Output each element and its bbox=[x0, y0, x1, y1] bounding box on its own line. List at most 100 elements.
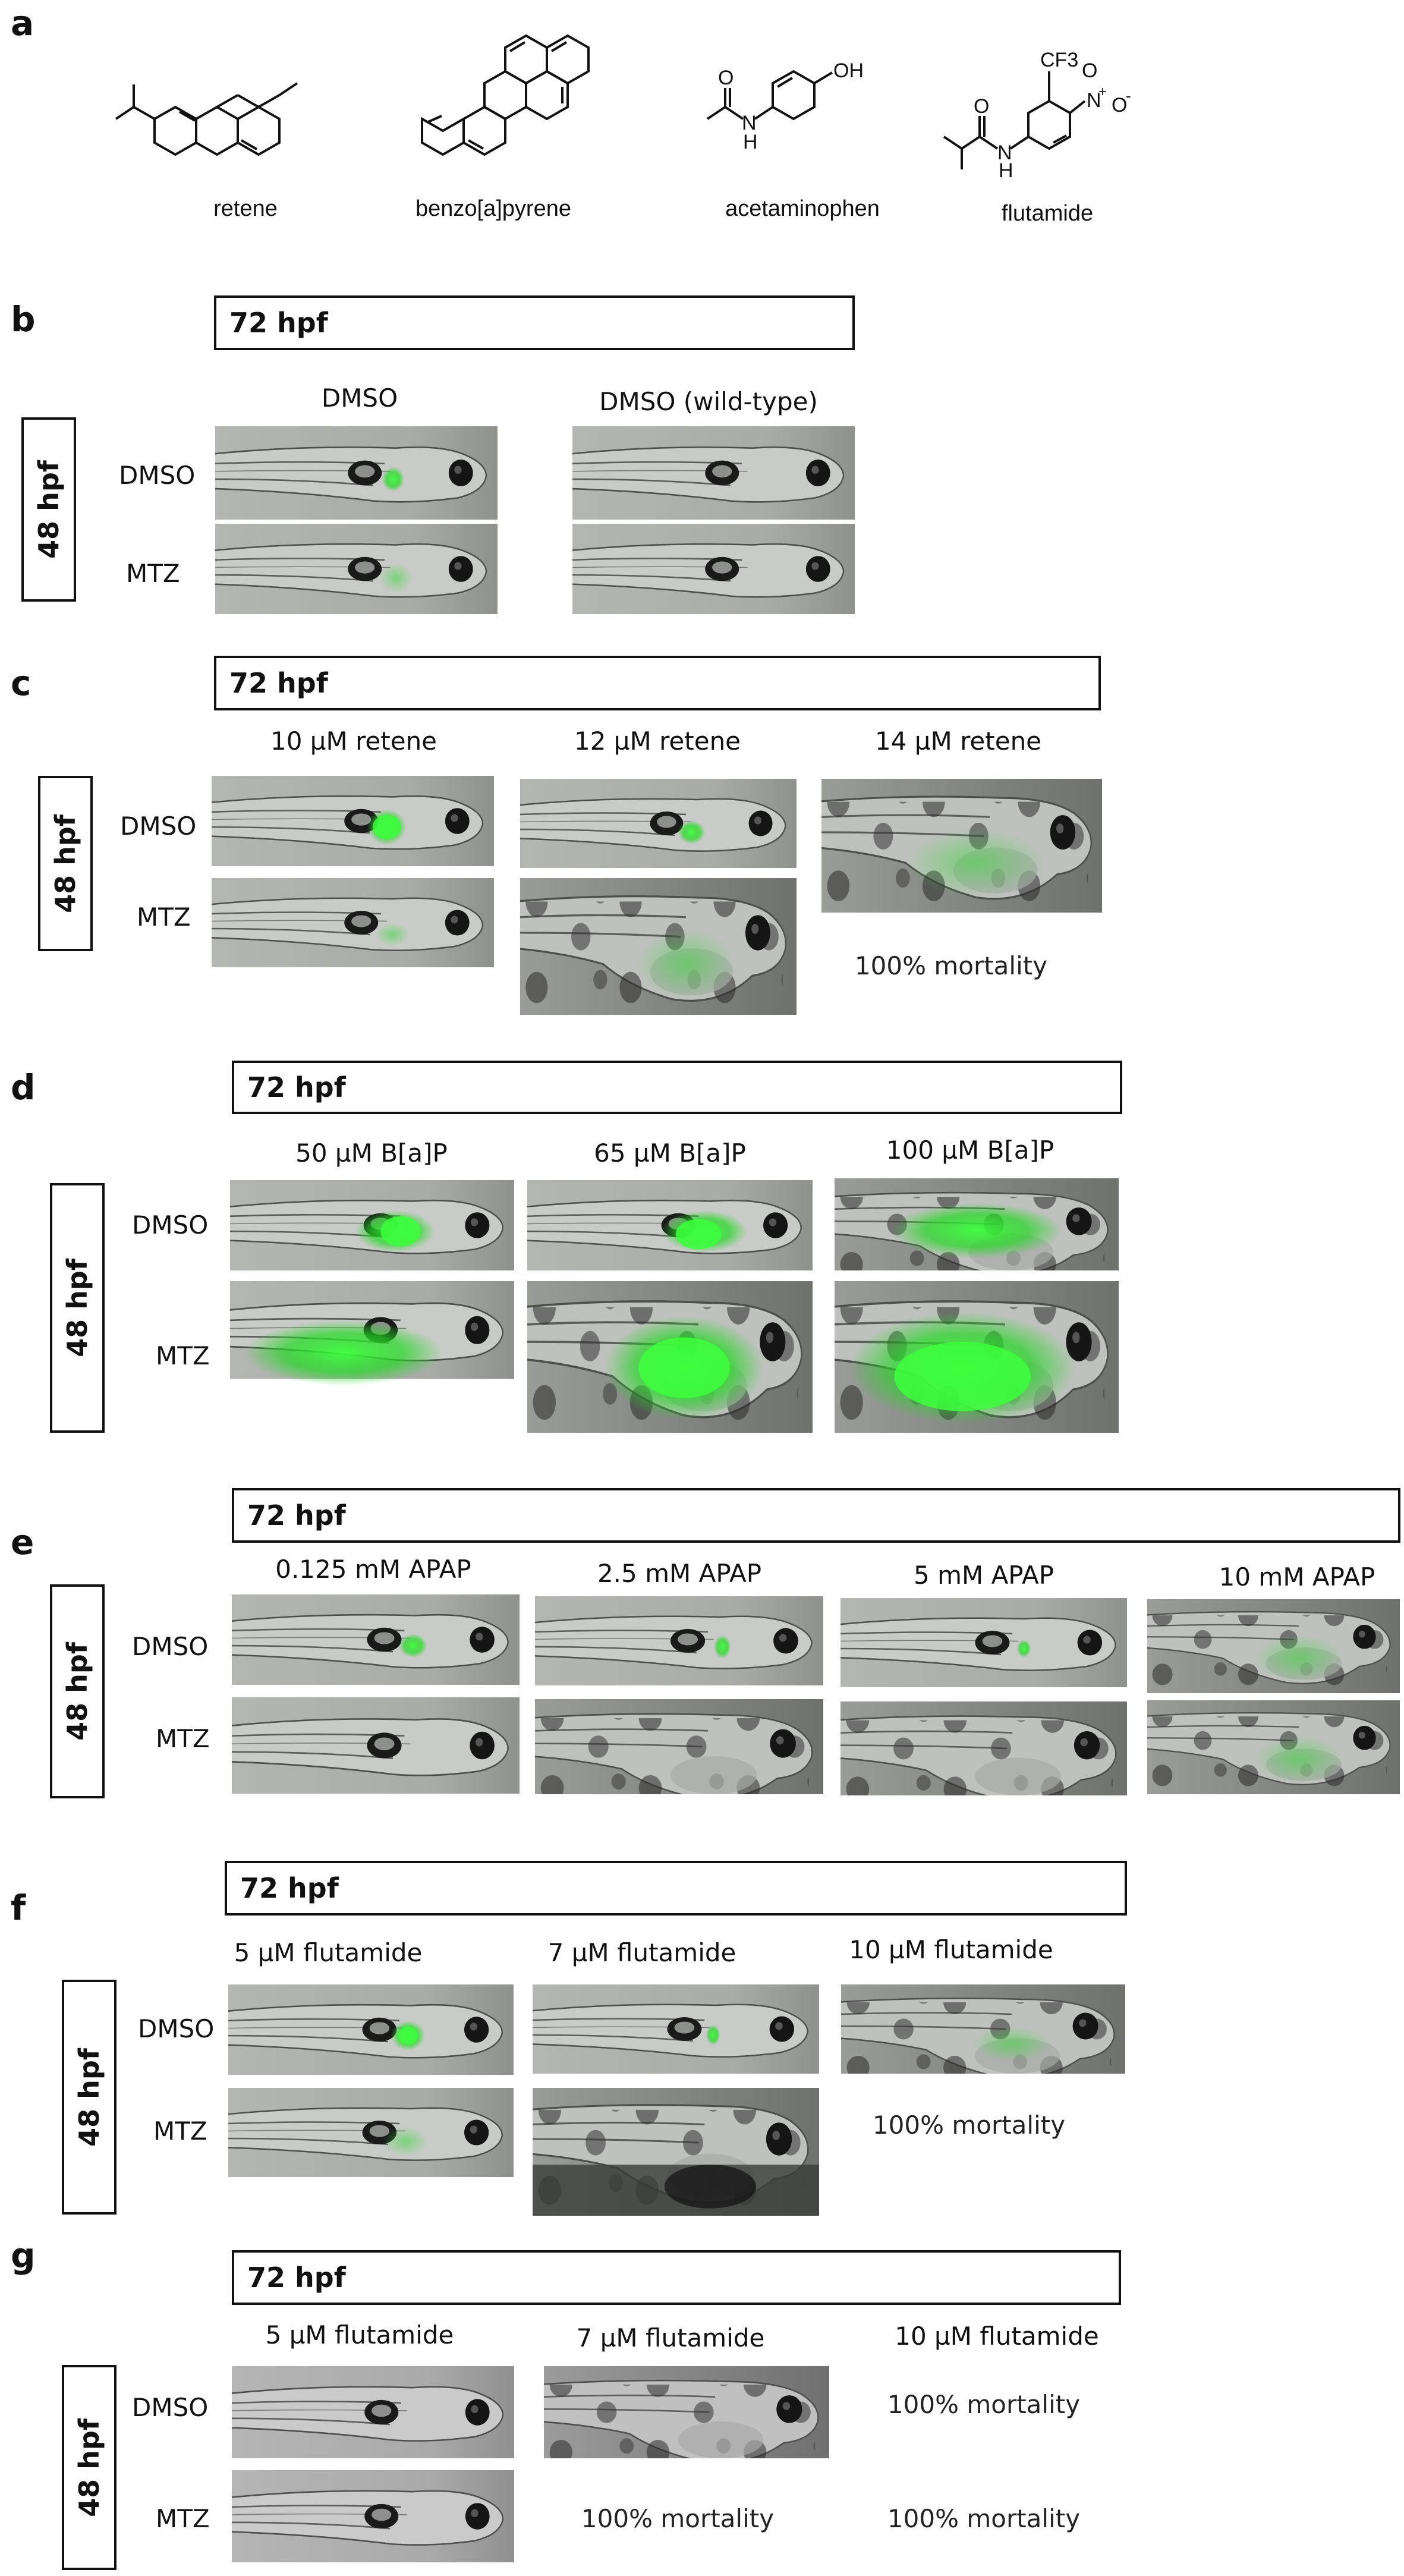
col-label-c-2: 12 µM retene bbox=[574, 726, 741, 756]
col-label-d-2: 65 µM B[a]P bbox=[594, 1138, 746, 1168]
fish-image bbox=[212, 776, 494, 866]
header-box-f: 72 hpf bbox=[225, 1861, 1127, 1916]
mortality-note-f: 100% mortality bbox=[872, 2111, 1066, 2140]
col-label-e-2: 2.5 mM APAP bbox=[597, 1559, 762, 1588]
acetaminophen-structure: OH N H O bbox=[706, 59, 864, 153]
header-72hpf-b: 72 hpf bbox=[229, 307, 328, 339]
atom-minus: - bbox=[1126, 87, 1131, 105]
atom-n-flutamide: N bbox=[997, 141, 1012, 164]
fish-image bbox=[840, 1701, 1127, 1795]
fish-image bbox=[230, 1180, 514, 1270]
chem-name-acetaminophen: acetaminophen bbox=[725, 196, 880, 221]
retene-structure bbox=[115, 82, 298, 156]
col-label-f-1: 5 µM flutamide bbox=[234, 1938, 423, 1967]
fish-image bbox=[835, 1178, 1119, 1270]
header-72hpf-d: 72 hpf bbox=[247, 1071, 346, 1103]
panel-label-g: g bbox=[11, 2235, 36, 2276]
row-label-e-mtz: MTZ bbox=[156, 1724, 210, 1753]
side-box-c: 48 hpf bbox=[38, 776, 93, 951]
side-48hpf-g: 48 hpf bbox=[73, 2418, 105, 2517]
fish-image bbox=[1147, 1599, 1400, 1693]
side-48hpf-b: 48 hpf bbox=[33, 460, 65, 559]
fish-image bbox=[230, 1281, 514, 1395]
panel-label-e: e bbox=[11, 1522, 34, 1562]
mortality-note-c: 100% mortality bbox=[854, 951, 1048, 980]
atom-n-nitro: N bbox=[1087, 89, 1101, 112]
chem-name-flutamide: flutamide bbox=[1001, 201, 1094, 226]
side-box-e: 48 hpf bbox=[50, 1584, 105, 1798]
col-label-g-3: 10 µM flutamide bbox=[895, 2322, 1099, 2351]
fish-image bbox=[212, 878, 494, 967]
fish-image bbox=[527, 1281, 813, 1433]
chem-name-retene: retene bbox=[213, 196, 278, 221]
col-label-g-2: 7 µM flutamide bbox=[576, 2323, 765, 2352]
panel-label-d: d bbox=[11, 1067, 36, 1108]
fish-image bbox=[572, 524, 855, 614]
panel-label-a: a bbox=[11, 3, 34, 43]
col-label-f-3: 10 µM flutamide bbox=[849, 1935, 1053, 1964]
row-label-e-dmso: DMSO bbox=[132, 1632, 209, 1661]
atom-o-acetaminophen: O bbox=[718, 67, 734, 89]
atom-h-acetaminophen: H bbox=[743, 131, 758, 153]
header-72hpf-f: 72 hpf bbox=[240, 1872, 339, 1904]
panel-label-c: c bbox=[11, 663, 32, 703]
mortality-note-g-3: 100% mortality bbox=[887, 2504, 1081, 2533]
col-label-b-1: DMSO bbox=[321, 383, 398, 413]
fish-image bbox=[835, 1281, 1119, 1433]
atom-n-acetaminophen: N bbox=[742, 112, 757, 134]
side-48hpf-c: 48 hpf bbox=[49, 814, 81, 913]
col-label-f-2: 7 µM flutamide bbox=[547, 1938, 736, 1967]
fish-image bbox=[215, 426, 498, 520]
fish-image bbox=[228, 1984, 514, 2075]
col-label-b-2: DMSO (wild-type) bbox=[599, 387, 818, 416]
header-box-e: 72 hpf bbox=[232, 1488, 1400, 1543]
col-label-e-3: 5 mM APAP bbox=[913, 1561, 1054, 1590]
row-label-b-dmso: DMSO bbox=[119, 461, 196, 490]
side-48hpf-e: 48 hpf bbox=[61, 1642, 93, 1741]
col-label-g-1: 5 µM flutamide bbox=[265, 2320, 454, 2349]
fish-image bbox=[841, 1984, 1125, 2074]
col-label-c-3: 14 µM retene bbox=[874, 726, 1042, 756]
mortality-note-g-2: 100% mortality bbox=[581, 2504, 775, 2533]
atom-o-minus: O bbox=[1112, 94, 1127, 117]
header-box-c: 72 hpf bbox=[214, 656, 1101, 710]
row-label-d-dmso: DMSO bbox=[132, 1210, 209, 1240]
col-label-d-1: 50 µM B[a]P bbox=[295, 1138, 448, 1168]
side-box-b: 48 hpf bbox=[21, 417, 76, 602]
header-box-d: 72 hpf bbox=[232, 1061, 1122, 1114]
fish-image bbox=[215, 524, 498, 614]
header-box-b: 72 hpf bbox=[214, 295, 855, 350]
fish-image bbox=[840, 1598, 1127, 1687]
panel-label-b: b bbox=[11, 299, 36, 339]
atom-o-nitro: O bbox=[1082, 59, 1097, 82]
panel-label-f: f bbox=[11, 1888, 26, 1928]
col-label-e-1: 0.125 mM APAP bbox=[275, 1555, 471, 1584]
row-label-c-mtz: MTZ bbox=[137, 902, 191, 932]
fish-image bbox=[232, 2470, 514, 2562]
fish-image bbox=[821, 779, 1102, 913]
fish-image bbox=[527, 1180, 813, 1270]
fish-image bbox=[520, 878, 797, 1015]
atom-o-flutamide: O bbox=[974, 95, 989, 118]
fish-image bbox=[533, 2088, 819, 2216]
fish-image bbox=[1147, 1700, 1400, 1794]
col-label-c-1: 10 µM retene bbox=[270, 726, 437, 756]
atom-plus: + bbox=[1098, 84, 1107, 100]
side-box-d: 48 hpf bbox=[50, 1183, 105, 1433]
fish-image bbox=[535, 1596, 823, 1685]
col-label-e-4: 10 mM APAP bbox=[1219, 1562, 1375, 1591]
flutamide-structure: CF3 N + O O - N H O bbox=[943, 49, 1131, 182]
row-label-f-mtz: MTZ bbox=[153, 2116, 207, 2146]
fish-image bbox=[572, 426, 855, 520]
side-48hpf-d: 48 hpf bbox=[61, 1259, 93, 1357]
side-box-f: 48 hpf bbox=[62, 1980, 117, 2215]
fish-image bbox=[232, 2366, 514, 2458]
fish-image bbox=[228, 2088, 514, 2177]
row-label-d-mtz: MTZ bbox=[156, 1341, 210, 1370]
fish-image bbox=[544, 2366, 829, 2458]
fish-image bbox=[232, 1594, 520, 1685]
side-box-g: 48 hpf bbox=[62, 2365, 117, 2570]
fish-image bbox=[232, 1697, 520, 1794]
atom-oh: OH bbox=[833, 59, 864, 82]
col-label-d-3: 100 µM B[a]P bbox=[886, 1136, 1054, 1165]
